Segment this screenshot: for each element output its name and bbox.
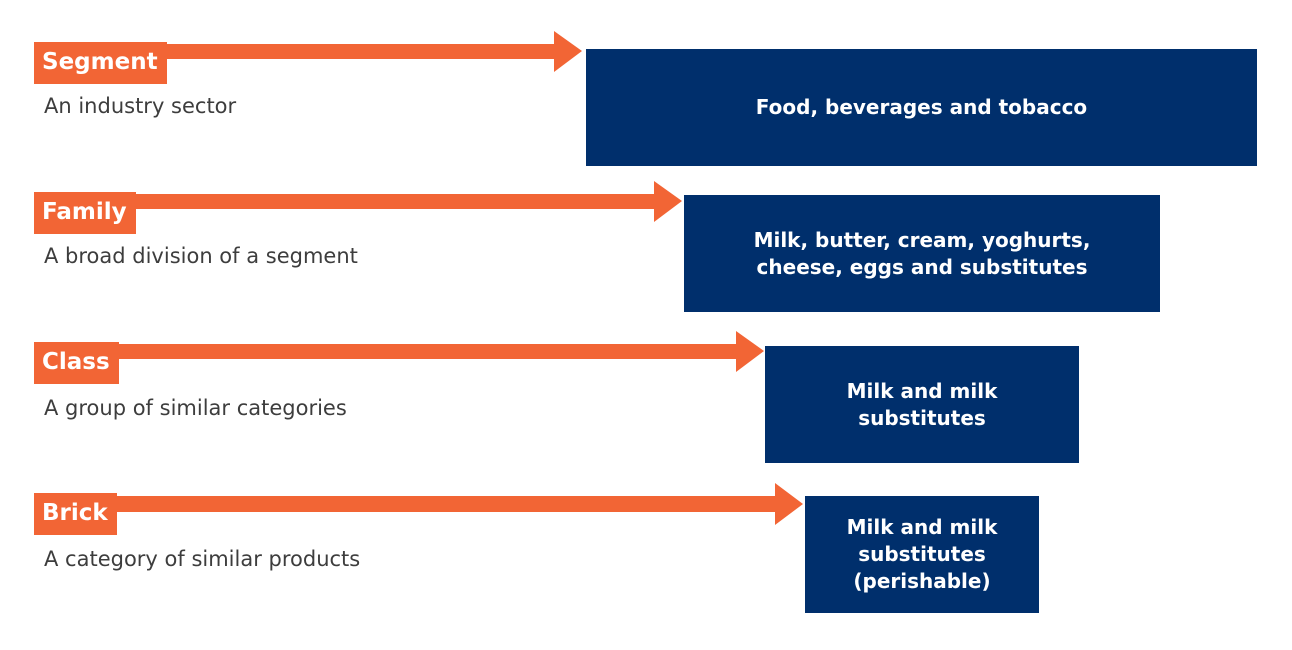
level-segment: Segment An industry sector Food, beverag… — [0, 0, 1292, 170]
class-example-text: Milk and milk substitutes — [846, 378, 998, 430]
brick-description: A category of similar products — [44, 547, 361, 571]
segment-example-text: Food, beverages and tobacco — [755, 95, 1088, 119]
family-arrow — [130, 181, 682, 222]
family-example-box: Milk, butter, cream, yoghurts, cheese, e… — [684, 195, 1160, 312]
segment-arrow — [160, 31, 582, 72]
brick-arrow — [110, 483, 803, 525]
segment-example-box: Food, beverages and tobacco — [586, 49, 1257, 166]
segment-description: An industry sector — [44, 94, 237, 118]
segment-label: Segment — [34, 42, 167, 84]
brick-example-text: Milk and milk substitutes (perishable) — [846, 515, 998, 593]
brick-example-box: Milk and milk substitutes (perishable) — [805, 496, 1039, 613]
family-example-text: Milk, butter, cream, yoghurts, cheese, e… — [753, 227, 1091, 279]
level-brick: Brick A category of similar products Mil… — [0, 450, 1292, 620]
brick-label: Brick — [34, 493, 117, 535]
level-class: Class A group of similar categories Milk… — [0, 300, 1292, 470]
family-description: A broad division of a segment — [44, 244, 358, 268]
class-label: Class — [34, 342, 119, 384]
level-family: Family A broad division of a segment Mil… — [0, 150, 1292, 320]
class-example-box: Milk and milk substitutes — [765, 346, 1079, 463]
class-arrow — [110, 331, 764, 372]
class-description: A group of similar categories — [44, 396, 347, 420]
family-label: Family — [34, 192, 136, 234]
